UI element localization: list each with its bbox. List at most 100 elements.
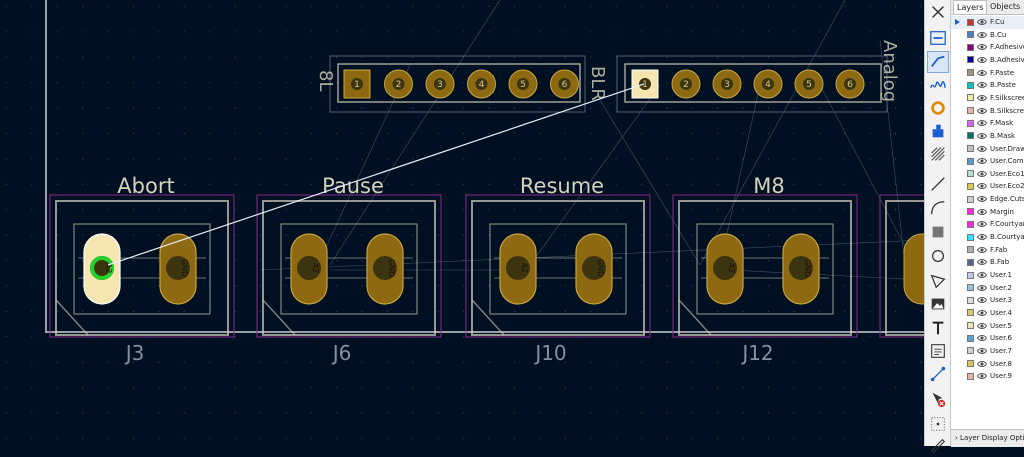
add-footprint-button[interactable] [927,120,949,142]
layer-row[interactable]: User.3 [951,294,1024,307]
tune-length-button[interactable] [927,75,949,97]
layer-row[interactable]: Edge.Cuts [951,193,1024,206]
layer-color-swatch[interactable] [967,18,974,26]
eye-icon[interactable] [977,119,987,127]
layer-color-swatch[interactable] [967,208,974,216]
eye-icon[interactable] [977,309,987,317]
layer-row[interactable]: User.9 [951,370,1024,383]
eye-icon[interactable] [977,56,987,64]
eye-icon[interactable] [977,18,987,26]
eye-icon[interactable] [977,107,987,115]
layer-row[interactable]: B.Cu [951,29,1024,42]
layer-row[interactable]: F.Fab [951,244,1024,257]
eye-icon[interactable] [977,271,987,279]
text-button[interactable] [927,317,949,339]
layer-row[interactable]: User.7 [951,345,1024,358]
layer-row[interactable]: User.4 [951,307,1024,320]
eye-icon[interactable] [977,43,987,51]
layer-row[interactable]: F.Paste [951,67,1024,80]
zone-button[interactable] [927,143,949,165]
layer-color-swatch[interactable] [967,182,974,190]
layer-row[interactable]: User.Eco1 [951,168,1024,181]
layer-color-swatch[interactable] [967,145,974,152]
eye-icon[interactable] [977,208,987,216]
eye-icon[interactable] [977,233,987,241]
eye-icon[interactable] [977,246,987,254]
layer-row[interactable]: B.Silkscreen [951,105,1024,118]
layer-color-swatch[interactable] [967,246,974,254]
layer-color-swatch[interactable] [967,119,974,127]
eye-icon[interactable] [977,182,987,190]
layer-color-swatch[interactable] [967,284,974,292]
layer-row[interactable]: B.Adhesive [951,54,1024,67]
measure-button[interactable] [927,435,949,457]
layer-row[interactable]: User.8 [951,358,1024,371]
eye-icon[interactable] [977,334,987,342]
layer-color-swatch[interactable] [967,132,974,140]
eye-icon[interactable] [977,347,987,355]
arc-button[interactable] [927,197,949,219]
image-button[interactable] [927,293,949,315]
layer-row[interactable]: User.Drawings [951,143,1024,156]
tab-objects[interactable]: Objects [990,2,1021,11]
route-track-button[interactable] [927,27,949,49]
layer-color-swatch[interactable] [967,170,974,178]
layer-row[interactable]: User.Comments [951,155,1024,168]
route-diff-button[interactable] [927,51,949,73]
layer-row[interactable]: User.2 [951,282,1024,295]
eye-icon[interactable] [977,81,987,89]
layer-color-swatch[interactable] [967,43,974,51]
rectangle-button[interactable] [927,221,949,243]
eye-icon[interactable] [977,145,987,153]
eye-icon[interactable] [977,195,987,203]
layer-color-swatch[interactable] [967,334,974,342]
dimension-button[interactable] [927,363,949,385]
eye-icon[interactable] [977,170,987,178]
layer-row[interactable]: User.Eco2 [951,180,1024,193]
eye-icon[interactable] [977,220,987,228]
layer-color-swatch[interactable] [967,322,974,330]
layer-row[interactable]: B.Paste [951,79,1024,92]
grid-origin-button[interactable] [927,413,949,435]
eye-icon[interactable] [977,258,987,266]
layer-row[interactable]: B.Mask [951,130,1024,143]
layer-color-swatch[interactable] [967,233,974,241]
eye-icon[interactable] [977,360,987,368]
eye-icon[interactable] [977,69,987,77]
eye-icon[interactable] [977,94,987,102]
layer-row[interactable]: B.Courtyard [951,231,1024,244]
circle-button[interactable] [927,245,949,267]
layer-color-swatch[interactable] [967,271,974,279]
eye-icon[interactable] [977,322,987,330]
eye-icon[interactable] [977,284,987,292]
layer-row[interactable]: F.Courtyard [951,218,1024,231]
eye-icon[interactable] [977,157,987,165]
layer-color-swatch[interactable] [967,372,974,380]
tab-layers[interactable]: Layers [953,0,988,14]
layer-color-swatch[interactable] [967,258,974,266]
layer-color-swatch[interactable] [967,195,974,203]
layer-row[interactable]: F.Mask [951,117,1024,130]
polygon-button[interactable] [927,270,949,292]
layer-row[interactable]: User.5 [951,320,1024,333]
layer-color-swatch[interactable] [967,220,974,228]
eye-icon[interactable] [977,132,987,140]
layer-color-swatch[interactable] [967,81,974,89]
eye-icon[interactable] [977,31,987,39]
via-button[interactable] [927,97,949,119]
layer-color-swatch[interactable] [967,107,974,115]
layer-color-swatch[interactable] [967,94,974,102]
layer-color-swatch[interactable] [967,157,974,165]
line-button[interactable] [927,173,949,195]
layer-row[interactable]: F.Cu [951,16,1024,29]
delete-button[interactable] [927,388,949,410]
layer-color-swatch[interactable] [967,347,974,355]
layer-row[interactable]: F.Adhesive [951,41,1024,54]
layer-color-swatch[interactable] [967,296,974,304]
